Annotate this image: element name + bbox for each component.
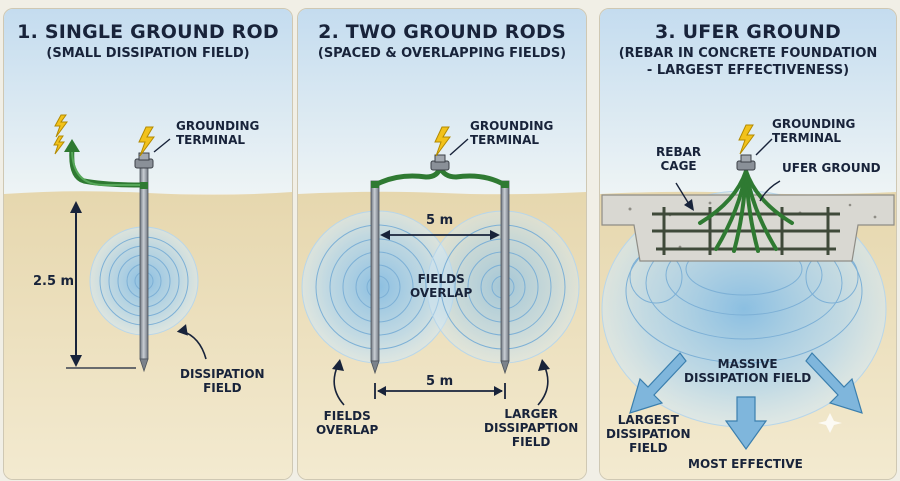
panel2-title: 2. TWO GROUND RODS: [318, 21, 566, 43]
left-ground-rod: [370, 180, 380, 375]
arrow-up-icon: [64, 139, 80, 152]
field-direction-arrows: [629, 352, 863, 451]
arrow-down-left-icon: [629, 352, 687, 414]
panel-single-ground-rod: 1. SINGLE GROUND ROD (SMALL DISSIPATION …: [3, 8, 293, 480]
sparkle-icon: [818, 413, 842, 433]
wire-clamp: [501, 181, 509, 188]
ground-rod: [139, 166, 149, 373]
depth-dimension-arrow: [66, 201, 136, 369]
lightning-bolt-icon: [54, 114, 68, 138]
lightning-bolt-icon: [53, 135, 65, 155]
lightning-bolt-icon: [738, 124, 755, 155]
terminal-pointer: [755, 138, 773, 156]
terminal-pointer: [153, 138, 171, 153]
grounding-terminal-icon: [430, 154, 450, 171]
panel3-subtitle-line2: - LARGEST EFFECTIVENESS): [646, 63, 850, 78]
wire-clamp: [371, 181, 379, 188]
ufer-ground-label: UFER GROUND: [782, 161, 881, 175]
panel-ufer-ground: 3. UFER GROUND (REBAR IN CONCRETE FOUNDA…: [599, 8, 897, 480]
top-spacing-label: 5 m: [426, 213, 454, 228]
panel3-illustration: [600, 9, 896, 479]
panel-two-ground-rods: 2. TWO GROUND RODS (SPACED & OVERLAPPING…: [297, 8, 587, 480]
ufer-pointer: [759, 180, 781, 202]
arrowhead-icon: [332, 359, 344, 371]
bottom-spacing-arrow: [374, 383, 506, 399]
ufer-ground-wires: [698, 169, 794, 253]
arrowhead-icon: [538, 359, 550, 371]
most-effective-label: MOST EFFECTIVE: [688, 457, 803, 471]
arrow-down-icon: [724, 396, 768, 451]
grounding-terminal-icon: [736, 154, 756, 171]
top-spacing-arrow: [380, 230, 500, 240]
panel2-subtitle: (SPACED & OVERLAPPING FIELDS): [317, 46, 567, 61]
panel1-illustration: [4, 9, 292, 479]
terminal-pointer: [449, 138, 469, 156]
panel3-title: 3. UFER GROUND: [655, 21, 841, 43]
panel3-subtitle-line1: (REBAR IN CONCRETE FOUNDATION: [618, 46, 878, 61]
bottom-spacing-label: 5 m: [426, 374, 454, 389]
arrowhead-icon: [176, 324, 188, 336]
arrow-down-right-icon: [805, 352, 863, 414]
depth-label: 2.5 m: [33, 274, 75, 289]
rebar-cage: [652, 207, 840, 255]
wire-clamp: [140, 182, 148, 189]
arrowhead-icon: [684, 199, 694, 211]
grounding-wire-highlight: [71, 148, 142, 186]
lightning-bolt-icon: [138, 126, 155, 157]
panel2-illustration: [298, 9, 586, 479]
lightning-bolt-icon: [434, 126, 451, 157]
panel1-title: 1. SINGLE GROUND ROD: [17, 21, 279, 43]
grounding-terminal-icon: [134, 152, 154, 169]
right-ground-rod: [500, 180, 510, 375]
panel1-subtitle: (SMALL DISSIPATION FIELD): [46, 46, 250, 61]
